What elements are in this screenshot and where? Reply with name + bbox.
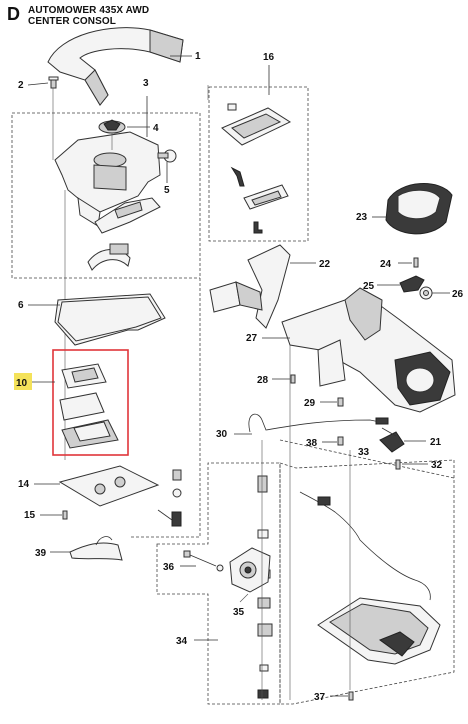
callout-25: 25 [363,281,375,292]
part-30-cable [248,413,389,433]
callout-21: 21 [430,437,442,448]
part-25-latch [399,275,425,293]
part-3-center-body [54,131,161,234]
part-2-screw [48,76,59,89]
part-10-highlight-box [52,349,129,456]
callout-10-highlight [14,373,32,390]
callout-5: 5 [164,185,170,196]
part-24-screw [413,257,419,268]
part-32-screw [395,459,401,470]
part-33-lower-assembly [299,491,441,665]
group-box-3 [130,112,201,538]
callout-35: 35 [233,607,245,618]
part-37-screw [348,691,354,701]
part-38-screw [337,436,344,446]
callout-4: 4 [153,123,159,134]
part-21-sensor [379,427,405,453]
callout-37: 37 [314,692,326,703]
callout-1: 1 [195,51,201,62]
callout-26: 26 [452,289,464,300]
part-14-mount-plate [58,465,160,507]
callout-38: 38 [306,438,318,449]
part-26-nut [419,286,433,300]
part-10-display-assembly [59,363,119,449]
part-22-bracket [209,244,291,329]
part-16-keypad-group [221,103,292,234]
diagram-subtitle: CENTER CONSOL [28,16,116,27]
part-34-cable-kit [257,475,273,699]
callout-30: 30 [216,429,228,440]
callout-27: 27 [246,333,258,344]
group-box-16 [208,86,309,242]
part-35-hub [229,547,271,593]
part-clip [87,243,131,271]
part-5-pin [157,149,177,163]
callout-36: 36 [163,562,175,573]
callout-6: 6 [18,300,24,311]
part-28-screw [290,374,296,384]
part-36-bolt [183,550,224,572]
callout-24: 24 [380,259,392,270]
group-box-33 [279,459,455,705]
part-6-gasket [54,293,166,346]
callout-3: 3 [143,78,149,89]
callout-34: 34 [176,636,188,647]
callout-15: 15 [24,510,36,521]
part-23-handle-cover [385,183,453,235]
callout-28: 28 [257,375,269,386]
group-box-3-top [11,112,200,279]
part-1-top-cover [47,27,184,106]
part-connector [171,469,182,527]
section-letter: D [7,4,20,24]
callout-16: 16 [263,52,275,63]
part-4-knob [98,119,126,134]
group-box-34 [156,462,281,705]
callout-29: 29 [304,398,316,409]
part-29-screw [337,397,344,407]
callout-2: 2 [18,80,24,91]
callout-14: 14 [18,479,30,490]
callout-33: 33 [358,447,370,458]
callout-39: 39 [35,548,47,559]
diagram-title: AUTOMOWER 435X AWD [28,5,150,16]
part-15-screw [62,510,68,520]
callout-32: 32 [431,460,443,471]
part-39-cable [69,536,123,561]
callout-23: 23 [356,212,368,223]
callout-10: 10 [16,378,28,389]
callout-22: 22 [319,259,331,270]
part-27-chassis-handle [281,287,456,413]
